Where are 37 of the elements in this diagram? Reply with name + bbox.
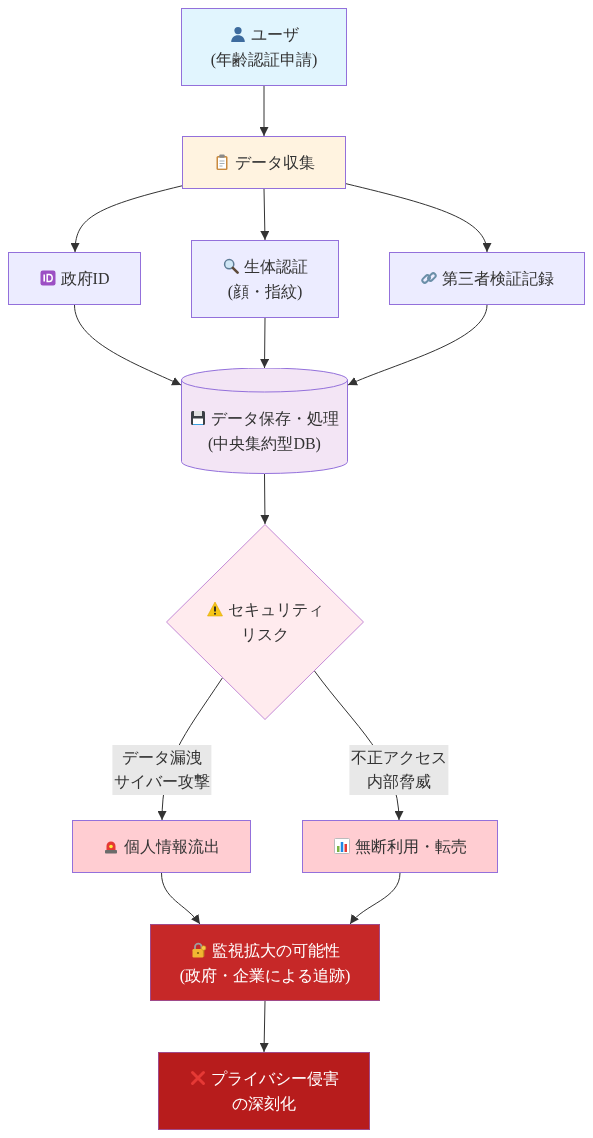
edge-label: データ漏洩サイバー攻撃 <box>112 745 212 795</box>
process-box <box>158 1052 370 1130</box>
arrow <box>260 188 270 241</box>
node-label: 監視拡大の可能性 <box>211 941 340 959</box>
node-label: 政府ID <box>60 270 110 287</box>
node-sublabel: (顔・指紋) <box>227 283 303 300</box>
arrow <box>347 304 488 386</box>
arrow <box>161 872 201 925</box>
node-sublabel: (政府・企業による追跡) <box>179 966 351 984</box>
arrow <box>70 185 183 253</box>
process-box <box>191 240 339 318</box>
arrow <box>260 473 270 525</box>
node-label: セキュリティリスク <box>227 601 324 643</box>
node-label: 無断利用・転売 <box>354 838 467 855</box>
arrow <box>260 317 270 369</box>
arrow <box>74 304 182 386</box>
arrow <box>349 872 401 925</box>
arrow <box>259 1000 269 1053</box>
node-label: データ収集 <box>234 154 315 171</box>
process-box <box>182 136 346 189</box>
node-label: ユーザ <box>250 26 299 43</box>
edge-label: 不正アクセス内部脅威 <box>349 745 449 795</box>
process-box <box>8 252 141 305</box>
node-sublabel: (年齢認証申請) <box>210 51 318 68</box>
process-box <box>181 8 347 86</box>
node-label: 第三者検証記録 <box>441 270 554 287</box>
arrow <box>345 183 491 253</box>
process-box <box>72 820 251 873</box>
node-label: 個人情報流出 <box>124 838 220 855</box>
node-label: プライバシー侵害の深刻化 <box>210 1070 339 1112</box>
arrow <box>259 85 269 137</box>
process-box <box>302 820 498 873</box>
process-box <box>150 924 380 1001</box>
node-label: 生体認証 <box>243 258 308 275</box>
process-box <box>389 252 585 305</box>
node-sublabel: (中央集約型DB) <box>208 435 321 452</box>
node-label: データ保存・処理 <box>211 410 339 427</box>
